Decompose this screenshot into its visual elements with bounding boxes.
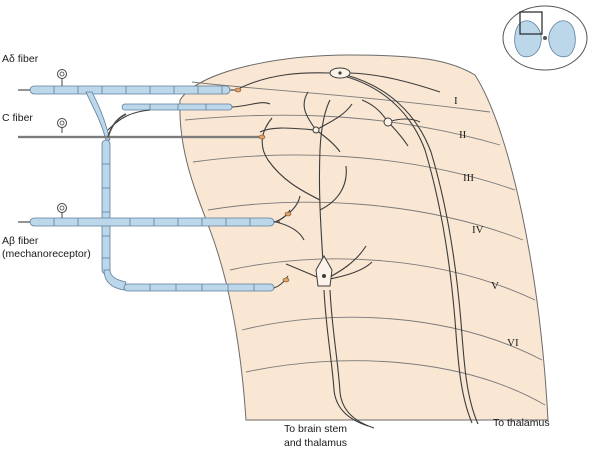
axon-to-brain-stem — [323, 289, 369, 427]
label-to-brain-stem-line1: To brain stem — [284, 423, 347, 435]
spinal-cord-inset — [502, 5, 588, 71]
lamina-i-neuron — [239, 67, 441, 93]
a-delta-fiber[interactable] — [18, 69, 271, 141]
lamina-ii-interneurons — [259, 91, 421, 153]
a-beta-branch-to-lamina-v — [123, 275, 290, 292]
inset-highlight-box — [519, 11, 543, 35]
lamina-boundaries — [184, 81, 546, 406]
lamina-label-ii: II — [459, 129, 467, 141]
dorsal-horn — [179, 54, 549, 421]
label-a-delta-fiber: Aδ fiber — [2, 53, 39, 65]
c-fiber[interactable] — [18, 109, 266, 140]
lamina-label-vi: VI — [507, 337, 519, 349]
label-to-thalamus: To thalamus — [493, 417, 550, 429]
label-a-beta-fiber: Aβ fiber — [2, 235, 39, 247]
label-to-brain-stem-line2: and thalamus — [284, 437, 347, 449]
label-c-fiber: C fiber — [2, 112, 33, 124]
lamina-label-v: V — [491, 280, 499, 292]
axon-to-thalamus — [339, 74, 473, 424]
dorsal-root-collateral — [101, 139, 127, 291]
lamina-v-neuron — [261, 99, 373, 287]
lamina-label-iv: IV — [472, 224, 484, 236]
lamina-label-i: I — [454, 95, 458, 107]
a-beta-fiber[interactable] — [18, 203, 292, 227]
label-a-beta-note: (mechanoreceptor) — [2, 248, 91, 260]
lamina-label-iii: III — [463, 172, 474, 184]
